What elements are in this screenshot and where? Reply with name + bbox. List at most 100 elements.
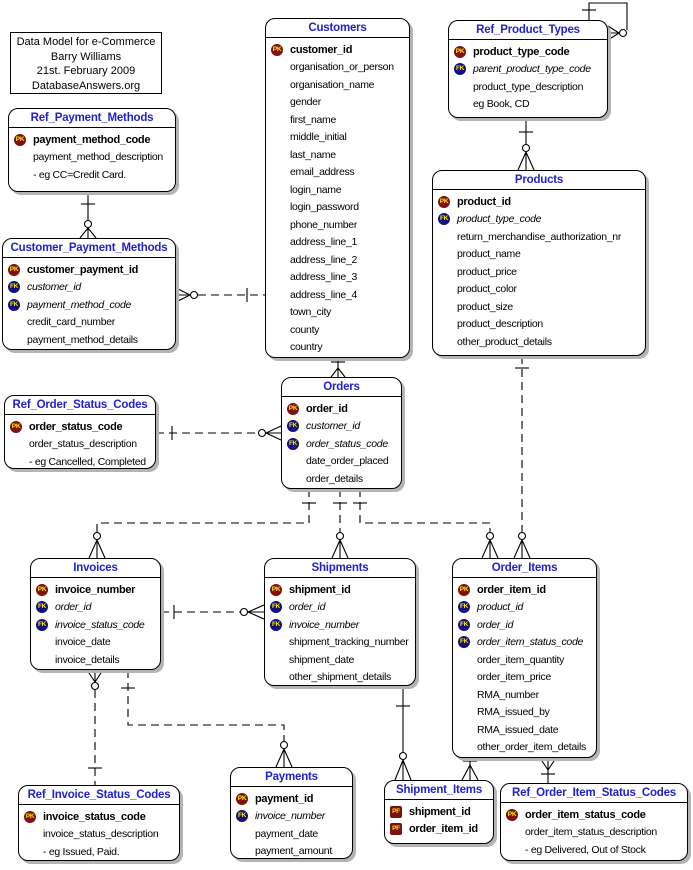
attribute-name: invoice_date [55, 636, 111, 649]
attribute-name: first_name [290, 113, 337, 126]
attribute-row: other_shipment_details [270, 669, 412, 687]
attribute-name: address_line_4 [290, 288, 358, 301]
pk-badge: PK [8, 263, 20, 276]
attribute-row: RMA_issued_date [458, 721, 593, 739]
attribute-name: customer_payment_id [27, 263, 139, 276]
entity-title: Ref_Payment_Methods [9, 109, 175, 128]
attribute-row: payment_method_details [8, 331, 172, 349]
attribute-row: payment_method_description [14, 149, 172, 167]
rel-products-to-order-items [513, 356, 531, 559]
fk-badge: FK [8, 281, 20, 294]
attribute-name: county [290, 323, 320, 336]
attribute-name: payment_method_code [33, 133, 151, 146]
attribute-row: invoice_date [36, 634, 157, 652]
attribute-name: order_item_quantity [477, 653, 565, 666]
attribute-row: product_type_description [454, 78, 604, 96]
pf-badge: PF [390, 805, 402, 818]
rel-ref-product-types-to-products [517, 118, 535, 171]
attribute-name: login_name [290, 183, 342, 196]
attribute-name: other_product_details [457, 335, 552, 348]
diagram-title-box: Data Model for e-Commerce Barry Williams… [10, 32, 162, 94]
attribute-name: shipment_date [289, 653, 354, 666]
attribute-name: address_line_1 [290, 236, 358, 249]
attribute-name: order_item_id [477, 583, 546, 596]
example-note: - eg Delivered, Out of Stock [525, 843, 646, 856]
attribute-row: product_name [438, 246, 642, 264]
attribute-name: email_address [290, 166, 355, 179]
diagram-date-line: 21st. February 2009 [36, 65, 136, 77]
attribute-name: order_item_status_code [477, 636, 584, 649]
rel-invoices-to-shipments [161, 604, 265, 620]
fk-badge: FK [236, 810, 248, 823]
attribute-row: address_line_3 [271, 269, 406, 287]
attribute-row: organisation_name [271, 76, 406, 94]
rel-order-items-to-shipment-items [461, 758, 479, 781]
attribute-row: order_details [287, 470, 398, 488]
attribute-name: RMA_issued_by [477, 706, 550, 719]
attribute-name: shipment_tracking_number [289, 636, 409, 649]
entity-title: Ref_Invoice_Status_Codes [19, 786, 179, 805]
attribute-row: address_line_1 [271, 234, 406, 252]
pk-badge: PK [271, 43, 283, 56]
attribute-name: product_type_code [473, 45, 570, 58]
attribute-row: - eg Issued, Paid. [24, 843, 176, 861]
attribute-name: order_item_status_code [525, 808, 646, 821]
attribute-name: order_item_price [477, 671, 551, 684]
pk-badge: PK [36, 583, 48, 596]
attribute-row: PK order_item_status_code [506, 806, 684, 824]
entity-title: Ref_Order_Item_Status_Codes [501, 784, 687, 803]
attribute-row: return_merchandise_authorization_nr [438, 228, 642, 246]
attribute-name: product_id [457, 195, 511, 208]
fk-badge: FK [36, 618, 48, 631]
example-note: - eg Cancelled, Completed [29, 455, 146, 468]
attribute-row: order_item_price [458, 669, 593, 687]
attribute-name: organisation_or_person [290, 61, 394, 74]
attribute-row: shipment_date [270, 651, 412, 669]
example-note: - eg Issued, Paid. [43, 845, 120, 858]
attribute-row: invoice_status_description [24, 826, 176, 844]
attribute-name: order_id [289, 601, 326, 614]
fk-badge: FK [287, 420, 299, 433]
attribute-name: address_line_2 [290, 253, 358, 266]
attribute-name: product_size [457, 300, 513, 313]
attribute-name: customer_id [306, 420, 360, 433]
entity-customers: Customers PK customer_id organisation_or_… [265, 18, 410, 358]
pf-badge: PF [390, 823, 402, 836]
diagram-site-line: DatabaseAnswers.org [31, 79, 141, 92]
attribute-name: order_status_description [29, 438, 137, 451]
attribute-name: customer_id [290, 43, 353, 56]
rel-ref-invoice-status-codes-to-invoices [86, 669, 104, 785]
attribute-row: FK customer_id [287, 418, 398, 436]
attribute-row: date_order_placed [287, 453, 398, 471]
attribute-row: email_address [271, 164, 406, 182]
attribute-row: address_line_4 [271, 286, 406, 304]
attribute-name: product_type_description [473, 80, 584, 93]
attribute-row: order_item_status_description [506, 824, 684, 842]
attribute-row: PK customer_id [271, 41, 406, 59]
attribute-row: town_city [271, 304, 406, 322]
pk-badge: PK [506, 808, 518, 821]
entity-title: Customers [266, 19, 409, 38]
attribute-name: invoice_status_code [43, 810, 146, 823]
fk-badge: FK [454, 63, 466, 76]
attribute-name: return_merchandise_authorization_nr [457, 230, 622, 243]
pk-badge: PK [236, 792, 248, 805]
attribute-row: phone_number [271, 216, 406, 234]
attribute-row: credit_card_number [8, 314, 172, 332]
